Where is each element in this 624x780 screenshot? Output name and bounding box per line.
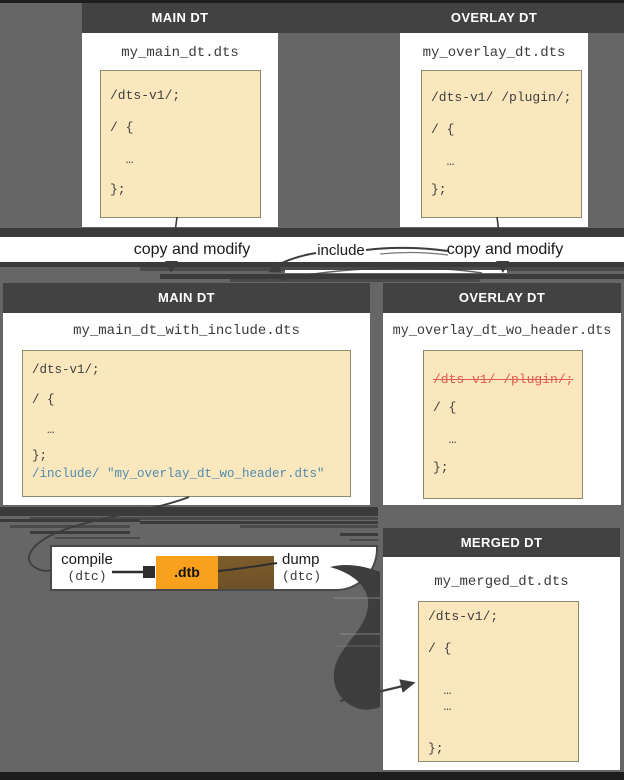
code-line: /dts-v1/; (32, 363, 100, 377)
card-header-overlay-mid: OVERLAY DT (383, 283, 621, 313)
glitch-streak (285, 270, 507, 273)
dtb-box: .dtb (156, 556, 218, 589)
glitch-streak (10, 525, 130, 528)
compile-dump-band: compile (dtc) .dtb dump (dtc) (50, 545, 378, 591)
glitch-streak (350, 539, 378, 541)
copy-arrow-right-head (496, 261, 509, 273)
code-line: }; (110, 182, 126, 197)
code-box: /dts-v1/ /plugin/; / { … }; (423, 350, 583, 499)
glitch-streak (55, 537, 140, 539)
code-line: … (428, 683, 452, 698)
glitch-streak (160, 274, 624, 279)
card-title-overlay-top: OVERLAY DT (450, 10, 538, 25)
dump-brown-block (218, 556, 274, 589)
glitch-streak (0, 507, 378, 516)
glitch-streak (0, 519, 140, 522)
glitch-streak (340, 533, 378, 536)
card-header-merged: MERGED DT (383, 528, 620, 557)
copy-and-modify-right-label: copy and modify (446, 241, 564, 258)
code-line: /dts-v1/ /plugin/; (431, 90, 572, 105)
copy-and-modify-left-label: copy and modify (133, 241, 251, 258)
card-merged: my_merged_dt.dts /dts-v1/; / { … … }; (383, 557, 620, 770)
code-line: }; (433, 460, 449, 475)
card-title-merged: MERGED DT (460, 535, 543, 550)
code-line: / { (431, 122, 455, 137)
code-line: / { (433, 400, 457, 415)
swoosh-ribbon (330, 564, 380, 710)
code-box: /dts-v1/; / { … }; /include/ "my_overlay… (22, 350, 351, 497)
compile-loop-curve (28, 496, 190, 572)
code-line: }; (428, 741, 444, 756)
code-line-struck: /dts-v1/ /plugin/; (433, 372, 574, 387)
glitch-streak (30, 531, 130, 534)
card-title-overlay-mid: OVERLAY DT (458, 290, 546, 305)
card-overlay-top: my_overlay_dt.dts /dts-v1/ /plugin/; / {… (400, 33, 588, 227)
code-line: /dts-v1/; (110, 88, 181, 103)
top-header-bar: MAIN DT OVERLAY DT (82, 3, 624, 33)
card-main-mid: my_main_dt_with_include.dts /dts-v1/; / … (3, 313, 370, 505)
code-box: /dts-v1/; / { … }; (100, 70, 261, 218)
filename: my_overlay_dt.dts (422, 45, 566, 61)
merged-arrow (339, 679, 416, 703)
code-line: … (433, 432, 457, 447)
glitch-streak (0, 262, 624, 267)
card-main-top: my_main_dt.dts /dts-v1/; / { … }; (82, 33, 278, 227)
compile-arrow (112, 566, 155, 578)
code-line: … (431, 154, 455, 169)
dump-label: dump (282, 551, 320, 568)
glitch-streak (30, 517, 378, 520)
copy-arrow-left-head (165, 261, 178, 273)
code-box: /dts-v1/; / { … … }; (418, 601, 579, 762)
dump-arrow (217, 562, 278, 572)
code-line: / { (32, 393, 55, 407)
top-strip (0, 0, 624, 3)
code-line: }; (431, 182, 447, 197)
glitch-streak (140, 521, 378, 524)
code-line: }; (32, 449, 48, 463)
bottom-strip (0, 772, 624, 780)
code-line: /dts-v1/; (428, 609, 499, 624)
glitch-streak (240, 525, 378, 528)
filename: my_overlay_dt_wo_header.dts (392, 324, 612, 339)
card-title-main-mid: MAIN DT (158, 290, 215, 305)
label-band-top: copy and modify include copy and modify (0, 237, 624, 262)
code-line: / { (428, 641, 452, 656)
glitch-streak (230, 279, 480, 282)
code-line: … (32, 423, 55, 437)
code-line-include: /include/ "my_overlay_dt_wo_header.dts" (32, 467, 325, 481)
code-line: / { (110, 120, 134, 135)
code-line: … (428, 699, 452, 714)
code-line: … (110, 152, 134, 167)
glitch-streak (0, 228, 624, 237)
dtc-label: (dtc) (67, 569, 107, 584)
include-arrow (268, 246, 483, 281)
include-label: include (317, 242, 365, 259)
filename: my_main_dt.dts (121, 45, 239, 61)
dtc-label: (dtc) (282, 569, 322, 584)
compile-label: compile (61, 551, 113, 568)
card-header-main-mid: MAIN DT (3, 283, 370, 313)
glitch-streak (140, 267, 624, 271)
card-title-main-top: MAIN DT (151, 10, 209, 25)
card-overlay-mid: my_overlay_dt_wo_header.dts /dts-v1/ /pl… (383, 313, 621, 505)
code-box: /dts-v1/ /plugin/; / { … }; (421, 70, 582, 218)
filename: my_merged_dt.dts (434, 574, 569, 590)
filename: my_main_dt_with_include.dts (73, 323, 300, 339)
